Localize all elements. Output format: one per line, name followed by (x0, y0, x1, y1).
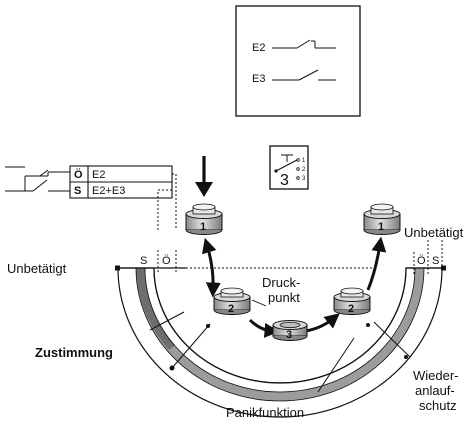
ring-tick-dot-right (366, 323, 370, 327)
ring-marker-left-s: S (140, 255, 147, 267)
zustimmung-label: Zustimmung (35, 345, 113, 360)
button-number: 2 (228, 303, 234, 315)
press-down-arrow-icon (195, 156, 213, 197)
zone-boundary-lines (149, 311, 411, 393)
button-pos3: 3 (272, 320, 308, 341)
button-pos1-right: 1 (363, 203, 401, 235)
ring-marker-left-oe: Ö (162, 255, 171, 267)
contact-legend-box: E2 E3 (235, 5, 361, 117)
ring-tick-dot-left (206, 324, 210, 328)
druckpunkt-leader (251, 299, 267, 307)
table-row-oe-pos: Ö (74, 168, 83, 181)
legend-e2-contact-icon (272, 39, 336, 49)
switch-pos-3: 3 (302, 176, 306, 182)
switch-pos-1: 1 (302, 158, 306, 164)
wiederanlauf-label-line1: Wieder- (413, 368, 459, 383)
button-pos2-left: 2 (213, 287, 251, 315)
panikfunktion-label: Panikfunktion (226, 405, 304, 420)
button-number: 3 (286, 329, 292, 341)
wiederanlauf-tick-dot (404, 355, 408, 359)
wiederanlauf-label-line2: anlauf- (415, 383, 455, 398)
wiederanlauf-label-line3: schutz (419, 398, 457, 413)
switch-number: 3 (280, 172, 289, 189)
ring-marker-right-oe: Ö (417, 255, 426, 267)
ring-marker-right-s: S (432, 255, 439, 267)
legend-e3-label: E3 (252, 73, 265, 85)
button-pos1-left: 1 (185, 203, 223, 235)
motion-arrows (202, 236, 387, 338)
table-row-s-contacts: E2+E3 (92, 185, 125, 197)
button-number: 2 (348, 303, 354, 315)
unbetaetigt-left-label: Unbetätigt (7, 261, 67, 276)
button-number: 1 (378, 221, 384, 233)
druckpunkt-label-line1: Druck- (262, 275, 300, 290)
unbetaetigt-right-label: Unbetätigt (404, 225, 464, 240)
unbetaetigt-axis (115, 240, 446, 274)
button-pos2-right: 2 (333, 287, 371, 315)
contact-table: Ö E2 S E2+E3 (5, 165, 177, 230)
legend-e2-label: E2 (252, 42, 265, 54)
switch-pos-2: 2 (302, 167, 306, 173)
table-row-oe-contacts: E2 (92, 169, 105, 181)
table-row-s-pos: S (74, 185, 81, 197)
druckpunkt-label-line2: punkt (268, 290, 300, 305)
legend-e3-contact-icon (272, 69, 336, 81)
button-number: 1 (200, 221, 206, 233)
three-position-switch-symbol: 1 2 3 3 (269, 145, 309, 190)
